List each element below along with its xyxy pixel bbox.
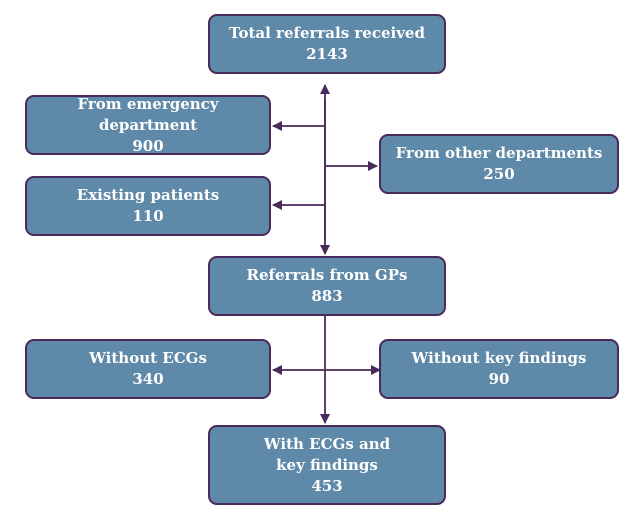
node-value: 90 [488,370,510,388]
node-without-ecgs: Without ECGs 340 [25,339,271,399]
node-value: 453 [311,476,343,495]
node-label: Total referrals received [229,24,425,42]
node-label: Referrals from GPs [246,266,408,284]
node-label: From emergency department [77,94,219,134]
node-label: Without key findings [411,349,587,367]
node-value: 250 [483,165,515,183]
node-referrals-from-gps: Referrals from GPs 883 [208,256,446,316]
node-with-ecgs-and-key-findings: With ECGs and key findings 453 [208,425,446,505]
node-label-line1: With ECGs and [263,434,391,453]
node-label-line2: key findings [276,455,378,474]
node-total-referrals: Total referrals received 2143 [208,14,446,74]
node-value: 110 [132,207,164,225]
node-label: Without ECGs [89,349,207,367]
node-value: 883 [311,287,343,305]
node-existing-patients: Existing patients 110 [25,176,271,236]
node-label: From other departments [395,144,603,162]
node-other-departments: From other departments 250 [379,134,619,194]
node-value: 2143 [306,45,348,63]
node-label: Existing patients [76,186,220,204]
node-emergency-department: From emergency department 900 [25,95,271,155]
node-without-key-findings: Without key findings 90 [379,339,619,399]
node-value: 900 [132,136,164,155]
node-value: 340 [132,370,164,388]
